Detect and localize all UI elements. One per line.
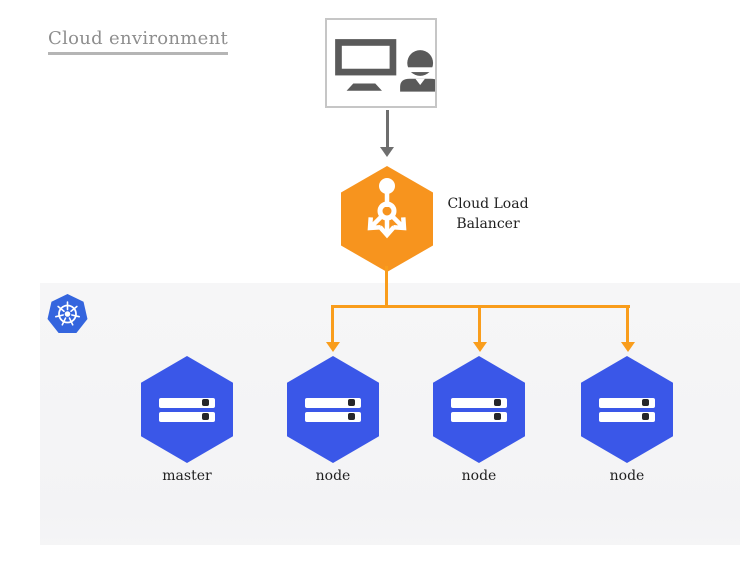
server-icon bbox=[305, 411, 361, 422]
node-label-1: node bbox=[315, 468, 351, 484]
server-led-dot bbox=[494, 399, 501, 406]
node-label-master: master bbox=[162, 468, 212, 484]
server-icon bbox=[305, 397, 361, 408]
server-icon bbox=[599, 397, 655, 408]
connector-stem bbox=[385, 266, 388, 307]
arrow-user-to-loadbalancer bbox=[386, 110, 389, 148]
kubernetes-helm-icon bbox=[47, 294, 88, 333]
load-balancer-label: Cloud Load Balancer bbox=[447, 196, 529, 232]
server-led-dot bbox=[202, 399, 209, 406]
connector-drop-node-3 bbox=[626, 306, 629, 343]
load-balancer-icon bbox=[367, 178, 407, 239]
connector-arrowhead-node-1 bbox=[326, 342, 340, 352]
node-hexagon-master bbox=[141, 356, 233, 463]
node-label-2: node bbox=[461, 468, 497, 484]
server-icon bbox=[451, 411, 507, 422]
server-icon bbox=[159, 397, 215, 408]
server-led-dot bbox=[348, 399, 355, 406]
server-led-dot bbox=[202, 413, 209, 420]
connector-drop-node-2 bbox=[478, 306, 481, 343]
node-label-3: node bbox=[609, 468, 645, 484]
node-hexagon-2 bbox=[433, 356, 525, 463]
page-title: Cloud environment bbox=[48, 28, 229, 55]
load-balancer-hexagon bbox=[341, 166, 433, 272]
connector-drop-node-1 bbox=[331, 306, 334, 343]
server-icon bbox=[159, 411, 215, 422]
user-workstation-box bbox=[325, 18, 437, 108]
connector-arrowhead-node-3 bbox=[621, 342, 635, 352]
node-hexagon-1 bbox=[287, 356, 379, 463]
server-led-dot bbox=[494, 413, 501, 420]
server-led-dot bbox=[348, 413, 355, 420]
server-icon bbox=[599, 411, 655, 422]
server-led-dot bbox=[642, 399, 649, 406]
arrow-user-to-loadbalancer-head bbox=[380, 147, 394, 157]
connector-arrowhead-node-2 bbox=[473, 342, 487, 352]
workstation-user-icon bbox=[335, 39, 435, 92]
server-led-dot bbox=[642, 413, 649, 420]
server-icon bbox=[451, 397, 507, 408]
kubernetes-logo bbox=[47, 294, 88, 335]
